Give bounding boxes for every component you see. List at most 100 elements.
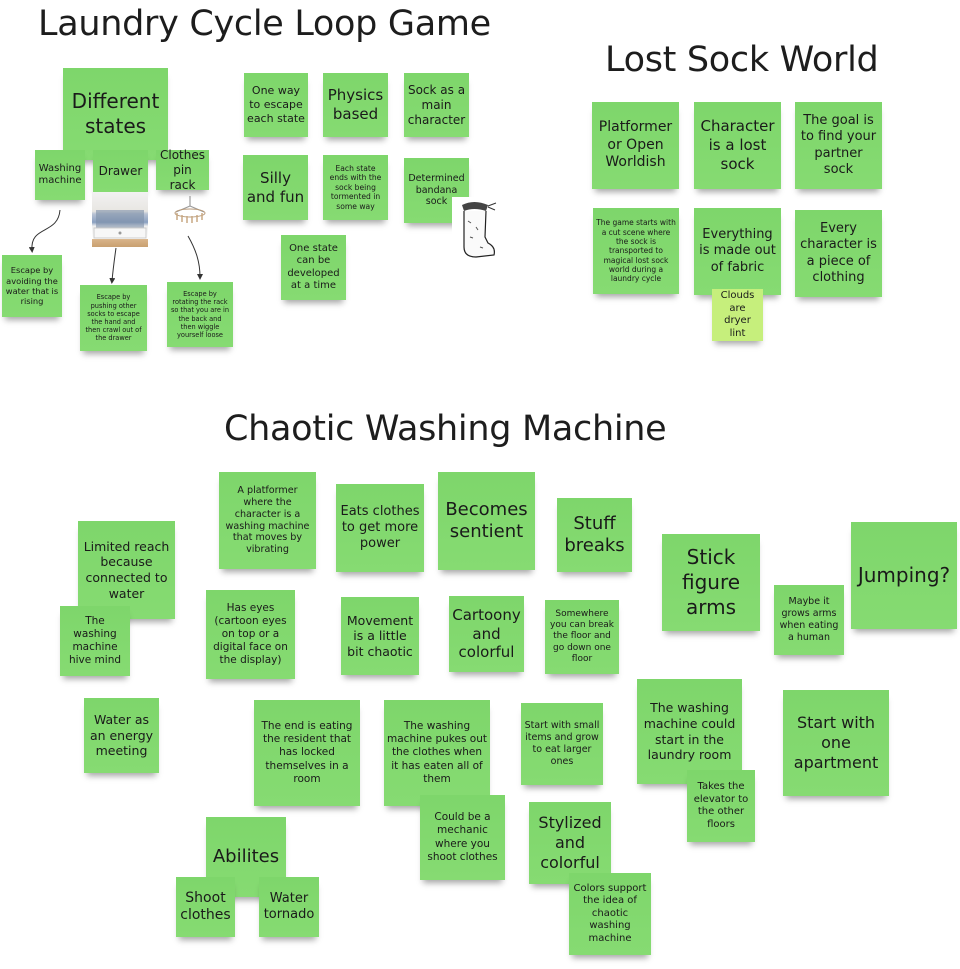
sticky-note[interactable]: Drawer	[93, 150, 148, 192]
sticky-note-text: Takes the elevator to the other floors	[693, 781, 749, 830]
sticky-note[interactable]: The washing machine could start in the l…	[637, 679, 742, 784]
sticky-note-text: Sock as a main character	[407, 82, 466, 127]
sticky-note-text: Washing machine	[38, 162, 82, 187]
sticky-note-text: Movement is a little bit chaotic	[346, 612, 414, 659]
sticky-note[interactable]: Start with small items and grow to eat l…	[521, 703, 603, 785]
sticky-note-text: Start with one apartment	[793, 713, 879, 772]
sticky-note[interactable]: Escape by rotating the rack so that you …	[167, 282, 233, 347]
sticky-note[interactable]: Stylized and colorful	[529, 802, 611, 884]
sticky-note-text: Abilites	[212, 845, 280, 867]
sticky-note[interactable]: The game starts with a cut scene where t…	[593, 208, 679, 294]
sticky-note[interactable]: Stick figure arms	[662, 534, 760, 631]
sticky-note[interactable]: Platformer or Open Worldish	[592, 102, 679, 189]
sticky-note[interactable]: Escape by pushing other socks to escape …	[80, 285, 147, 351]
sticky-note-text: The game starts with a cut scene where t…	[596, 218, 676, 284]
sticky-note-text: Limited reach because connected to water	[83, 538, 170, 601]
sticky-note-text: Physics based	[327, 86, 384, 123]
sticky-note-text: Different states	[71, 89, 160, 138]
sticky-note[interactable]: Different states	[63, 68, 168, 160]
sticky-note-text: Shoot clothes	[180, 889, 231, 924]
sticky-note[interactable]: Could be a mechanic where you shoot clot…	[420, 795, 505, 880]
sticky-note[interactable]: The washing machine hive mind	[60, 606, 130, 676]
sticky-note[interactable]: Shoot clothes	[176, 877, 235, 937]
sticky-note-text: The washing machine hive mind	[68, 614, 122, 667]
sticky-note-text: Has eyes (cartoon eyes on top or a digit…	[213, 601, 288, 667]
sticky-note[interactable]: Start with one apartment	[783, 690, 889, 796]
sticky-note-text: Character is a lost sock	[700, 117, 775, 173]
sticky-note-text: Clouds are dryer lint	[720, 290, 755, 339]
arrow-washing-to-escape	[28, 209, 61, 253]
clothes-pin-rack-icon[interactable]	[172, 196, 208, 228]
sticky-note-text: Somewhere you can break the floor and go…	[550, 608, 614, 664]
sticky-note-text: One state can be developed at a time	[287, 242, 340, 292]
sticky-note-text: The washing machine pukes out the clothe…	[387, 720, 487, 785]
sticky-note[interactable]: One way to escape each state	[244, 73, 308, 137]
sticky-note[interactable]: Takes the elevator to the other floors	[687, 770, 755, 842]
bandana-sock-icon[interactable]	[452, 197, 498, 263]
sticky-note[interactable]: Has eyes (cartoon eyes on top or a digit…	[206, 590, 295, 679]
sticky-note-text: Drawer	[98, 163, 143, 178]
sticky-note-text: The washing machine could start in the l…	[643, 700, 736, 763]
sticky-note-text: Could be a mechanic where you shoot clot…	[427, 811, 498, 863]
sticky-note-text: Becomes sentient	[445, 498, 528, 543]
sticky-note-text: Escape by avoiding the water that is ris…	[5, 265, 59, 307]
sticky-note[interactable]: Somewhere you can break the floor and go…	[545, 600, 619, 674]
sticky-note[interactable]: Clouds are dryer lint	[712, 289, 763, 341]
sticky-note-text: One way to escape each state	[247, 84, 305, 125]
sticky-note[interactable]: Escape by avoiding the water that is ris…	[2, 255, 62, 317]
drawer-image[interactable]	[92, 192, 148, 247]
sticky-note-text: Escape by rotating the rack so that you …	[170, 289, 230, 339]
sticky-note[interactable]: Silly and fun	[243, 155, 308, 220]
sticky-note[interactable]: Jumping?	[851, 522, 957, 629]
sticky-note[interactable]: Colors support the idea of chaotic washi…	[569, 873, 651, 955]
sticky-note-text: Silly and fun	[246, 168, 305, 206]
sticky-note[interactable]: Every character is a piece of clothing	[795, 210, 882, 297]
sticky-note[interactable]: The goal is to find your partner sock	[795, 102, 882, 189]
sticky-note-text: Jumping?	[857, 563, 951, 587]
sticky-note-text: The goal is to find your partner sock	[800, 113, 877, 177]
arrow-rack-to-escape	[187, 235, 203, 280]
sticky-note[interactable]: Movement is a little bit chaotic	[341, 597, 419, 675]
sticky-note[interactable]: Stuff breaks	[557, 498, 632, 572]
sticky-note-text: Everything is made out of fabric	[699, 227, 776, 275]
sticky-note-text: Stylized and colorful	[538, 813, 602, 872]
sticky-note-text: The end is eating the resident that has …	[261, 720, 353, 785]
title-laundry-cycle-loop-game[interactable]: Laundry Cycle Loop Game	[38, 4, 491, 44]
sticky-note-text: Colors support the idea of chaotic washi…	[573, 882, 647, 944]
sticky-note[interactable]: A platformer where the character is a wa…	[219, 472, 316, 569]
sticky-note[interactable]: Character is a lost sock	[694, 102, 781, 189]
sticky-note[interactable]: Maybe it grows arms when eating a human	[774, 585, 844, 655]
title-chaotic-washing-machine[interactable]: Chaotic Washing Machine	[224, 409, 667, 449]
sticky-note-text: Each state ends with the sock being torm…	[329, 163, 382, 211]
sticky-note[interactable]: The end is eating the resident that has …	[254, 700, 360, 806]
sticky-note[interactable]: Cartoony and colorful	[449, 596, 524, 672]
sticky-note-text: Cartoony and colorful	[452, 605, 521, 662]
sticky-note[interactable]: Everything is made out of fabric	[694, 208, 781, 295]
sticky-note[interactable]: Each state ends with the sock being torm…	[323, 155, 388, 220]
drawer-icon	[93, 210, 147, 239]
sticky-note[interactable]: The washing machine pukes out the clothe…	[384, 700, 490, 806]
sticky-note[interactable]: Sock as a main character	[404, 73, 469, 137]
sticky-note-text: Escape by pushing other socks to escape …	[85, 293, 142, 343]
sticky-note[interactable]: Physics based	[323, 73, 388, 137]
sticky-note-text: Clothes pin rack	[160, 147, 205, 192]
sticky-note[interactable]: Eats clothes to get more power	[336, 484, 424, 572]
sticky-note[interactable]: One state can be developed at a time	[281, 235, 346, 300]
sticky-note[interactable]: Washing machine	[35, 150, 85, 200]
sticky-note[interactable]: Water as an energy meeting	[84, 698, 159, 773]
sticky-note-text: Start with small items and grow to eat l…	[524, 720, 600, 767]
sticky-note[interactable]: Limited reach because connected to water	[78, 521, 175, 619]
sticky-note-text: Maybe it grows arms when eating a human	[779, 596, 839, 643]
arrow-drawer-to-escape	[109, 247, 117, 284]
sticky-note-text: Every character is a piece of clothing	[800, 221, 877, 285]
sticky-note[interactable]: Becomes sentient	[438, 472, 535, 570]
sticky-note-text: Stick figure arms	[681, 545, 741, 619]
sticky-note-text: Platformer or Open Worldish	[598, 119, 673, 171]
title-lost-sock-world[interactable]: Lost Sock World	[605, 40, 879, 80]
sticky-note[interactable]: Clothes pin rack	[156, 147, 209, 192]
sticky-note-text: Stuff breaks	[564, 512, 625, 557]
sticky-note-text: Determined bandana sock	[408, 172, 465, 208]
sticky-note-text: Water as an energy meeting	[89, 712, 154, 759]
sticky-note[interactable]: Water tornado	[259, 877, 319, 937]
sticky-note-text: Water tornado	[263, 890, 315, 922]
